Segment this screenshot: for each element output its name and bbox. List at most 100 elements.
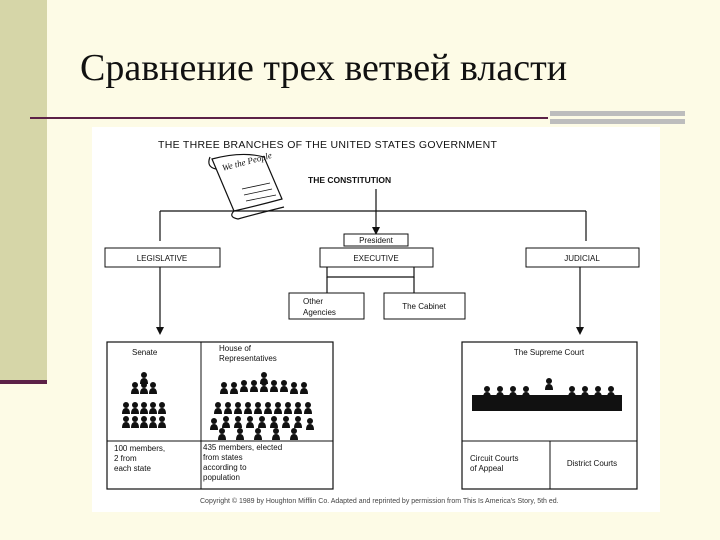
- copyright-notice: Copyright © 1989 by Houghton Mifflin Co.…: [200, 498, 559, 505]
- legislative-label: LEGISLATIVE: [137, 254, 188, 263]
- senator-icon: [140, 382, 148, 394]
- representative-icon: [222, 416, 230, 428]
- government-branches-diagram: THE THREE BRANCHES OF THE UNITED STATES …: [92, 127, 660, 512]
- representative-icon: [294, 402, 302, 414]
- senate-desc-line2: 2 from: [114, 454, 137, 463]
- representative-icon: [290, 382, 298, 394]
- senator-icon: [149, 402, 157, 414]
- other-agencies-box: [288, 292, 365, 320]
- congress-panel: [106, 341, 334, 490]
- justice-icon: [594, 386, 602, 398]
- senator-icon: [149, 382, 157, 394]
- representative-icon: [240, 380, 248, 392]
- senator-icon: [140, 372, 148, 384]
- supreme-court-bench-icon: [472, 378, 622, 411]
- supreme-court-label: The Supreme Court: [514, 348, 585, 357]
- representative-icon: [270, 380, 278, 392]
- judicial-label: JUDICIAL: [564, 254, 600, 263]
- senate-seats: [122, 372, 166, 428]
- senate-label: Senate: [132, 348, 158, 357]
- representative-icon: [290, 428, 298, 440]
- representative-icon: [282, 416, 290, 428]
- senator-icon: [131, 416, 139, 428]
- representative-icon: [234, 402, 242, 414]
- representative-icon: [246, 416, 254, 428]
- justice-icon: [581, 386, 589, 398]
- connector-executive-split: [326, 267, 415, 278]
- house-label-line1: House of: [219, 344, 252, 353]
- judiciary-panel: [461, 341, 638, 490]
- representative-icon: [224, 402, 232, 414]
- representative-icon: [214, 402, 222, 414]
- district-courts-label: District Courts: [567, 459, 617, 468]
- president-label: President: [359, 236, 394, 245]
- executive-box: [319, 247, 434, 268]
- representative-icon: [254, 402, 262, 414]
- senator-icon: [122, 416, 130, 428]
- representative-icon: [244, 402, 252, 414]
- justice-icon: [483, 386, 491, 398]
- diagram-canvas: THE THREE BRANCHES OF THE UNITED STATES …: [104, 139, 640, 490]
- senator-icon: [158, 416, 166, 428]
- house-desc-line4: population: [203, 473, 240, 482]
- senate-desc-line1: 100 members,: [114, 444, 165, 453]
- senator-icon: [122, 402, 130, 414]
- representative-icon: [220, 382, 228, 394]
- executive-label: EXECUTIVE: [353, 254, 398, 263]
- title-rule-gap: [548, 116, 688, 119]
- representative-icon: [258, 416, 266, 428]
- title-rule: [30, 117, 650, 119]
- senate-desc-line3: each state: [114, 464, 151, 473]
- senator-icon: [140, 416, 148, 428]
- representative-icon: [230, 382, 238, 394]
- justice-icon: [568, 386, 576, 398]
- circuit-courts-line1: Circuit Courts: [470, 454, 518, 463]
- representative-icon: [270, 416, 278, 428]
- cabinet-box: [383, 292, 466, 320]
- representative-icon: [306, 418, 314, 430]
- representative-icon: [284, 402, 292, 414]
- senator-icon: [149, 416, 157, 428]
- representative-icon: [210, 418, 218, 430]
- other-agencies-line2: Agencies: [303, 308, 336, 317]
- representative-icon: [280, 380, 288, 392]
- house-label-line2: Representatives: [219, 354, 277, 363]
- cabinet-label: The Cabinet: [402, 302, 446, 311]
- representative-icon: [294, 416, 302, 428]
- representative-icon: [254, 428, 262, 440]
- sidebar-band: [0, 0, 47, 382]
- senator-icon: [131, 402, 139, 414]
- representative-icon: [236, 428, 244, 440]
- slide-title: Сравнение трех ветвей власти: [80, 47, 568, 89]
- diagram-heading: THE THREE BRANCHES OF THE UNITED STATES …: [158, 139, 497, 151]
- representative-icon: [272, 428, 280, 440]
- other-agencies-line1: Other: [303, 297, 323, 306]
- justice-icon: [509, 386, 517, 398]
- legislative-box: [104, 247, 221, 268]
- house-desc-line3: according to: [203, 463, 247, 472]
- scroll-icon: We the People: [208, 150, 285, 220]
- house-seats: [210, 372, 314, 440]
- representative-icon: [260, 380, 268, 392]
- senator-icon: [140, 402, 148, 414]
- justice-icon: [496, 386, 504, 398]
- representative-icon: [218, 428, 226, 440]
- representative-icon: [250, 380, 258, 392]
- senator-icon: [131, 382, 139, 394]
- circuit-courts-line2: of Appeal: [470, 464, 504, 473]
- representative-icon: [264, 402, 272, 414]
- representative-icon: [304, 402, 312, 414]
- sidebar-accent-line: [0, 380, 47, 384]
- constitution-label: THE CONSTITUTION: [308, 175, 391, 185]
- representative-icon: [300, 382, 308, 394]
- house-desc-line2: from states: [203, 453, 243, 462]
- justice-icon: [607, 386, 615, 398]
- house-desc-line1: 435 members, elected: [203, 443, 282, 452]
- justice-icon: [522, 386, 530, 398]
- representative-icon: [274, 402, 282, 414]
- president-box: [343, 233, 409, 247]
- senator-icon: [158, 402, 166, 414]
- judicial-box: [525, 247, 640, 268]
- chief-justice-icon: [545, 378, 553, 390]
- representative-icon: [234, 416, 242, 428]
